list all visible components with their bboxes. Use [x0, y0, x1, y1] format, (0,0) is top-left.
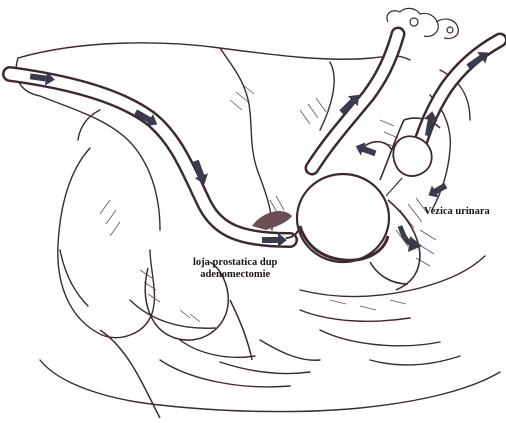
ureteral-orifice: [360, 136, 432, 176]
pubic-bone: [100, 262, 252, 418]
pointer-line: [386, 178, 402, 196]
shaded-region: [252, 211, 292, 230]
label-prostatic-fossa-line2: adenomectomie: [193, 269, 277, 281]
label-prostatic-fossa: loja prostatica dup adenomectomie: [193, 257, 277, 281]
label-prostatic-fossa-line1: loja prostatica dup: [193, 257, 277, 269]
prostatic-fossa: [286, 174, 389, 262]
label-bladder: Vezica urinara: [424, 206, 490, 218]
